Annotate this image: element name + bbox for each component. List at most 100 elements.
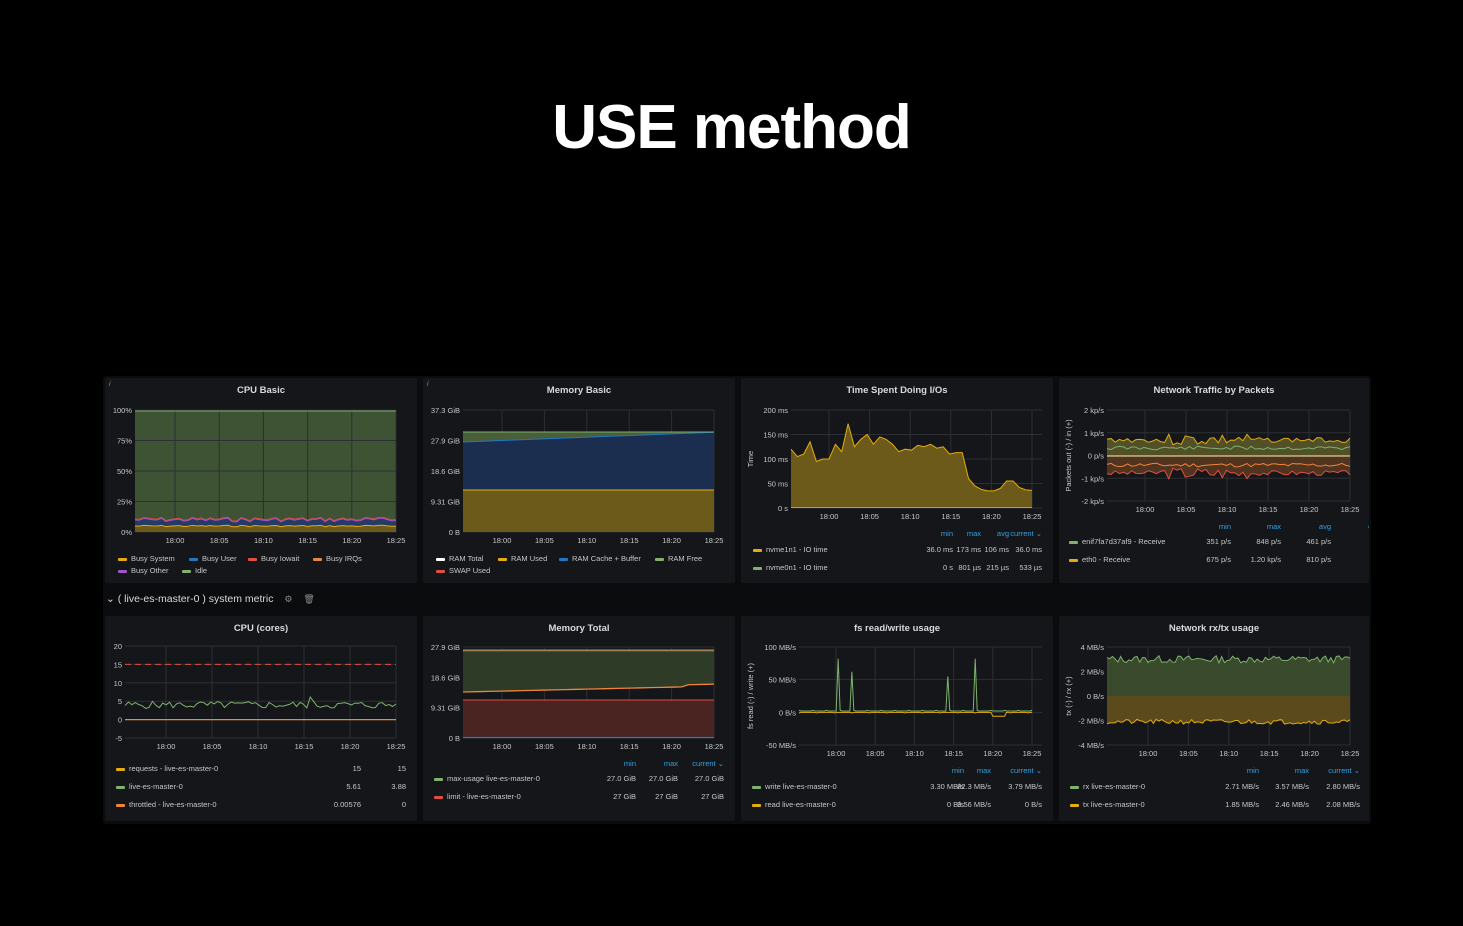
column-header[interactable]: min [623, 759, 636, 768]
legend-swatch [118, 569, 127, 573]
y-axis-label: Packets out (-) / in (+) [1064, 419, 1073, 492]
legend-label: read live-es-master-0 [765, 800, 836, 809]
legend-swatch [118, 557, 127, 561]
x-tick-label: 18:10 [905, 749, 924, 758]
column-header[interactable]: current ⌄ [1010, 529, 1042, 538]
x-tick-label: 18:05 [1177, 505, 1196, 514]
legend-item[interactable]: Idle [182, 566, 207, 575]
y-tick-label: 0 B/s [1087, 692, 1104, 701]
legend-item[interactable]: RAM Used [498, 554, 547, 563]
legend-value: 15 [397, 764, 406, 773]
x-tick-label: 18:25 [387, 536, 406, 545]
chevron-down-icon[interactable]: ⌄ [106, 593, 115, 605]
row-header[interactable]: ⌄ ( live-es-master-0 ) system metric ⚙ 🗑 [106, 593, 315, 605]
legend-label: RAM Used [511, 554, 548, 563]
column-header[interactable]: current ⌄ [1010, 766, 1042, 775]
legend-item[interactable]: RAM Free [655, 554, 702, 563]
legend-item[interactable]: Busy IRQs [313, 554, 362, 563]
legend-swatch [116, 767, 125, 771]
x-tick-label: 18:00 [166, 536, 185, 545]
column-header[interactable]: max [966, 529, 981, 538]
y-tick-label: 27.9 GiB [431, 437, 460, 446]
legend-item[interactable]: RAM Cache + Buffer [559, 554, 641, 563]
legend-swatch [753, 566, 762, 570]
gear-icon[interactable]: ⚙ [284, 594, 293, 604]
y-axis-label: fs read (-) / write (+) [746, 662, 755, 729]
y-tick-label: 9.31 GiB [431, 704, 460, 713]
legend-item[interactable]: Busy System [118, 554, 175, 563]
row-title[interactable]: ( live-es-master-0 ) system metric [117, 593, 274, 605]
x-tick-label: 18:05 [866, 749, 885, 758]
panel-title[interactable]: Time Spent Doing I/Os [846, 385, 948, 396]
legend-item[interactable]: Busy User [189, 554, 237, 563]
column-header[interactable]: max [663, 759, 678, 768]
y-tick-label: 50% [117, 467, 132, 476]
legend-swatch [116, 785, 125, 789]
legend-swatch [753, 548, 762, 552]
x-tick-label: 18:15 [295, 742, 314, 751]
legend-value: 36.0 ms [926, 545, 953, 554]
panel-title[interactable]: Network rx/tx usage [1168, 623, 1260, 634]
legend-value: 27.0 GiB [648, 774, 678, 783]
legend-value: 810 p/s [1306, 555, 1331, 564]
column-header[interactable]: avg [1318, 522, 1331, 531]
legend-swatch [1069, 558, 1078, 562]
legend-item[interactable]: Busy Other [118, 566, 169, 575]
column-header[interactable]: curr [1331, 522, 1369, 531]
panel-title[interactable]: Memory Basic [546, 385, 612, 396]
x-tick-label: 18:20 [1300, 749, 1319, 758]
column-header[interactable]: max [1266, 522, 1281, 531]
column-header[interactable]: current ⌄ [692, 759, 724, 768]
legend-value: 1.85 MB/s [1225, 800, 1259, 809]
trash-icon[interactable]: 🗑 [303, 594, 315, 604]
column-header[interactable]: min [940, 529, 953, 538]
legend-item[interactable]: SWAP Used [436, 566, 490, 575]
legend-value: 3.57 MB/s [1275, 782, 1309, 791]
legend-item[interactable]: RAM Total [436, 554, 483, 563]
panel-title[interactable]: CPU (cores) [233, 623, 289, 634]
legend-value: 2.71 MB/s [1225, 782, 1259, 791]
column-header[interactable]: max [1294, 766, 1309, 775]
column-header[interactable]: max [976, 766, 991, 775]
column-header[interactable]: current ⌄ [1328, 766, 1360, 775]
series-name: nvme0n1 - IO time [753, 563, 828, 572]
panel-title[interactable]: fs read/write usage [853, 623, 941, 634]
info-icon[interactable]: i [427, 381, 429, 388]
column-header[interactable]: min [951, 766, 964, 775]
panel-title[interactable]: Memory Total [548, 623, 610, 634]
panel-title[interactable]: Network Traffic by Packets [1153, 385, 1275, 396]
column-header[interactable]: min [1246, 766, 1259, 775]
legend-value: 36.0 ms [1015, 545, 1042, 554]
series-name: throttled - live-es-master-0 [116, 800, 217, 809]
column-header[interactable]: min [1218, 522, 1231, 531]
legend-item[interactable]: Busy Iowait [248, 554, 299, 563]
y-tick-label: 75% [117, 437, 132, 446]
info-icon[interactable]: i [109, 381, 111, 388]
legend-value: 27 GiB [701, 792, 724, 801]
column-header[interactable]: avg [996, 529, 1009, 538]
legend-swatch [248, 557, 257, 561]
panel-title[interactable]: CPU Basic [236, 385, 286, 396]
